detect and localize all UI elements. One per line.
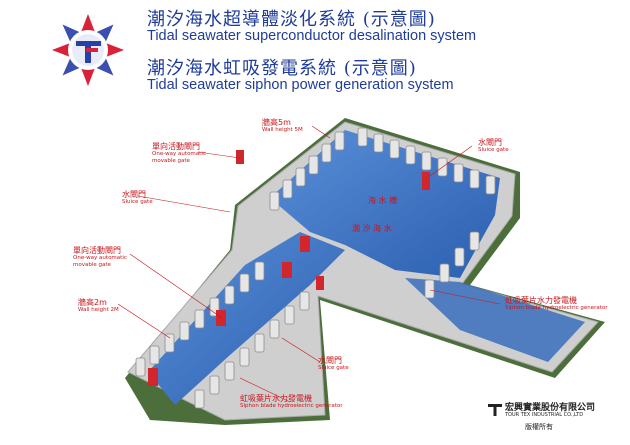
label-siphon-generator-bottom: 虹吸葉片水力發電機 Siphon blade hydroelectric gen… — [240, 394, 343, 410]
label-wall-height-2m: 牆高2m Wall height 2M — [78, 298, 119, 314]
company-logo — [52, 14, 124, 86]
label-sluice-gate-bottom: 水閘門 Sluice gate — [318, 356, 349, 372]
company-rights: 版權所有 — [525, 423, 553, 431]
label-siphon-generator-right: 虹吸葉片水力發電機 Siphon blade hydroelectric gen… — [505, 296, 608, 312]
label-wall-height-5m: 牆高5m Wall height 5M — [262, 118, 303, 134]
title-zh-desalination: 潮汐海水超導體淡化系統 (示意圖) — [147, 9, 436, 30]
company-footer: 宏興實業股份有限公司 TOUR TEX INDUSTRIAL CO.,LTD 版… — [487, 400, 597, 440]
company-name-en: TOUR TEX INDUSTRIAL CO.,LTD — [505, 412, 584, 418]
label-oneway-gate-left: 單向活動閘門 One-way automatic movable gate — [73, 246, 127, 268]
company-mark-icon — [488, 404, 502, 416]
label-oneway-gate-top: 單向活動閘門 One-way automatic movable gate — [152, 142, 206, 164]
tank-row-channel — [135, 261, 310, 409]
channel-water — [148, 232, 345, 405]
label-basin-b: 潮 汐 海 水 — [352, 224, 392, 233]
tank-row-right — [357, 127, 496, 299]
title-zh-siphon: 潮汐海水虹吸發電系統 (示意圖) — [147, 58, 417, 79]
label-sluice-gate-right: 水閘門 Sluice gate — [478, 138, 509, 154]
title-en-siphon: Tidal seawater siphon power generation s… — [147, 77, 454, 93]
title-en-desalination: Tidal seawater superconductor desalinati… — [147, 28, 477, 44]
leader-lines — [117, 125, 501, 403]
company-name-zh: 宏興實業股份有限公司 — [505, 403, 596, 413]
right-wing-water — [405, 278, 585, 362]
label-sluice-gate-left: 水閘門 Sluice gate — [122, 190, 153, 206]
tank-row-top — [269, 131, 345, 211]
label-basin-a: 海 水 槽 — [368, 196, 398, 205]
sluice-gates — [148, 150, 430, 386]
